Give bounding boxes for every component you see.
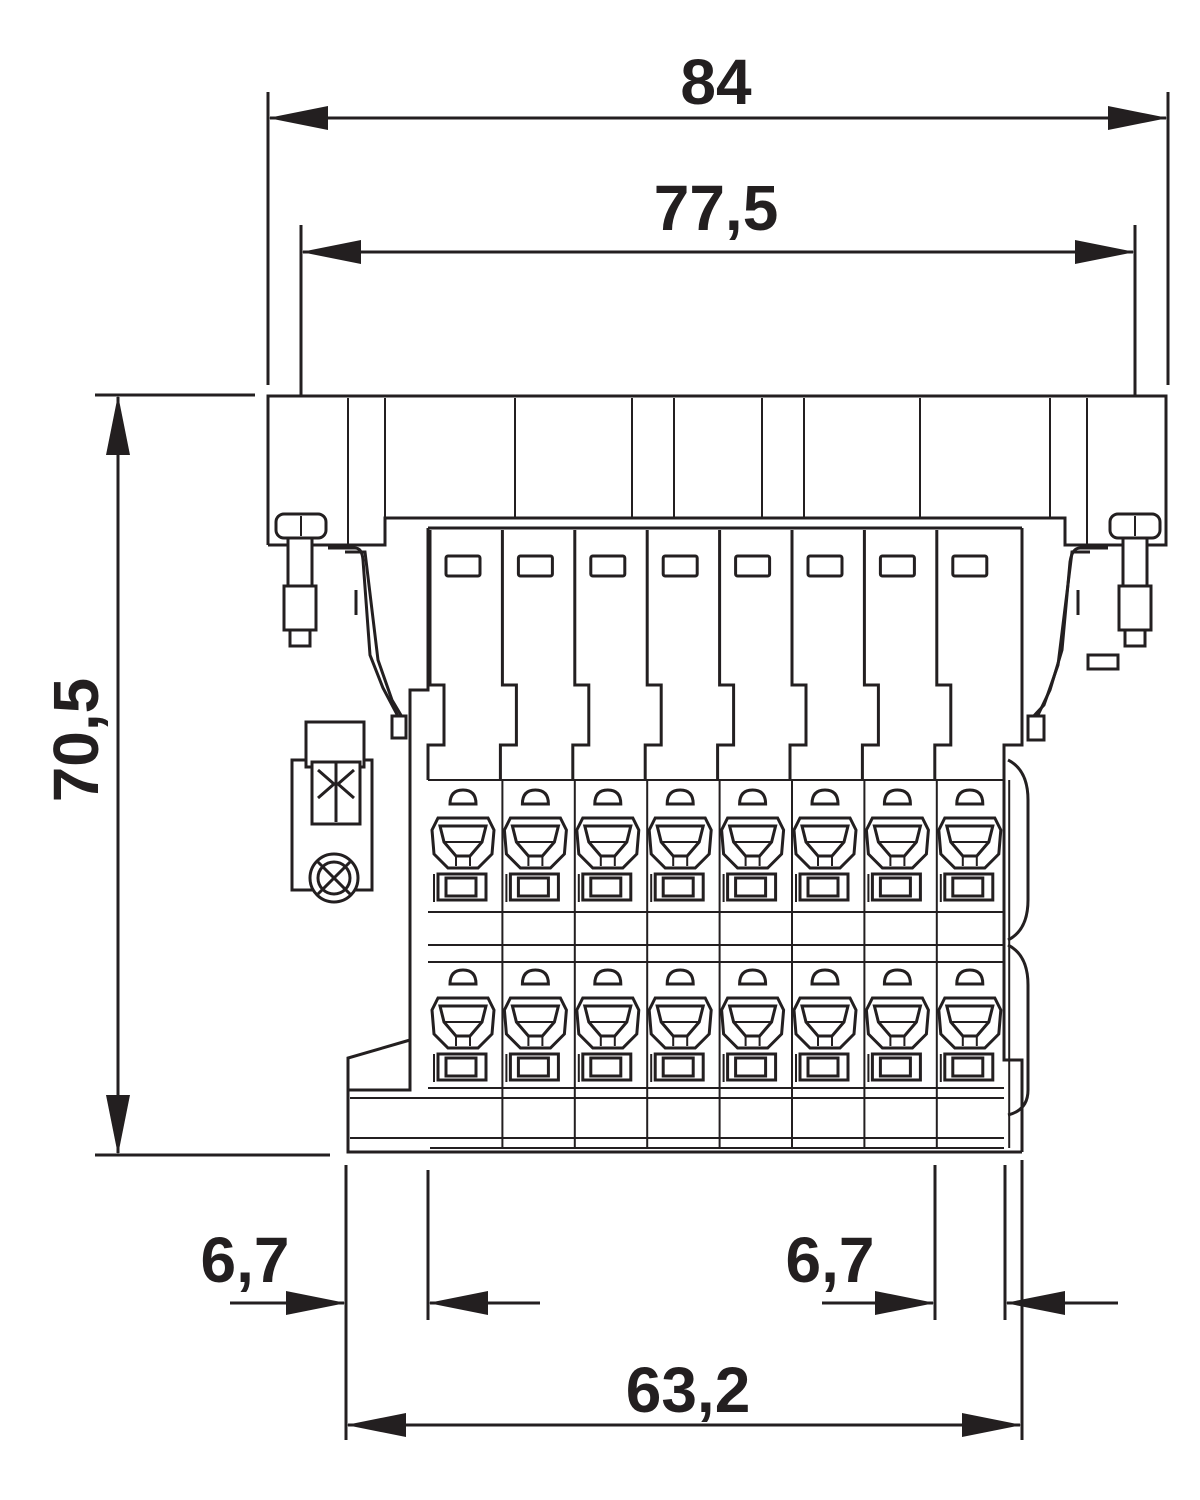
dimension-overall-width: [266, 92, 1170, 385]
right-mounting-screw: [1108, 512, 1162, 648]
terminal-module: [933, 530, 1011, 1148]
terminal-module: [860, 530, 938, 1148]
terminal-module: [716, 530, 793, 1148]
push-in-terminal: [502, 968, 568, 1082]
left-latch: [328, 546, 408, 740]
right-offset-label: 6,7: [786, 1224, 875, 1296]
push-in-terminal: [575, 788, 641, 902]
height-label: 70,5: [40, 678, 112, 803]
base-width-label: 63,2: [626, 1354, 751, 1426]
terminal-modules: [426, 530, 1011, 1148]
terminal-block-body: [346, 526, 1030, 1154]
dimension-height: [95, 393, 330, 1157]
dimension-left-offset: [230, 1165, 540, 1440]
dimension-right-offset: [822, 1160, 1118, 1440]
push-in-terminal: [864, 968, 930, 1082]
push-in-terminal: [937, 968, 1003, 1082]
right-latch: [1026, 546, 1120, 742]
push-in-terminal: [575, 968, 641, 1082]
terminal-module: [426, 530, 504, 1148]
push-in-terminal: [937, 788, 1003, 902]
ground-clamp: [290, 720, 374, 904]
push-in-terminal: [647, 968, 713, 1082]
left-offset-label: 6,7: [201, 1224, 290, 1296]
terminal-module: [788, 530, 866, 1148]
terminal-module: [571, 530, 649, 1148]
push-in-terminal: [502, 788, 568, 902]
terminal-module: [643, 530, 721, 1148]
inner-width-label: 77,5: [654, 172, 779, 244]
push-in-terminal: [792, 968, 858, 1082]
overall-width-label: 84: [680, 46, 752, 118]
push-in-terminal: [720, 968, 786, 1082]
left-mounting-screw: [274, 512, 328, 648]
terminal-module: [498, 530, 576, 1148]
push-in-terminal: [430, 968, 496, 1082]
push-in-terminal: [647, 788, 713, 902]
push-in-terminal: [720, 788, 786, 902]
push-in-terminal: [792, 788, 858, 902]
push-in-terminal: [430, 788, 496, 902]
top-housing: [266, 394, 1168, 547]
push-in-terminal: [864, 788, 930, 902]
